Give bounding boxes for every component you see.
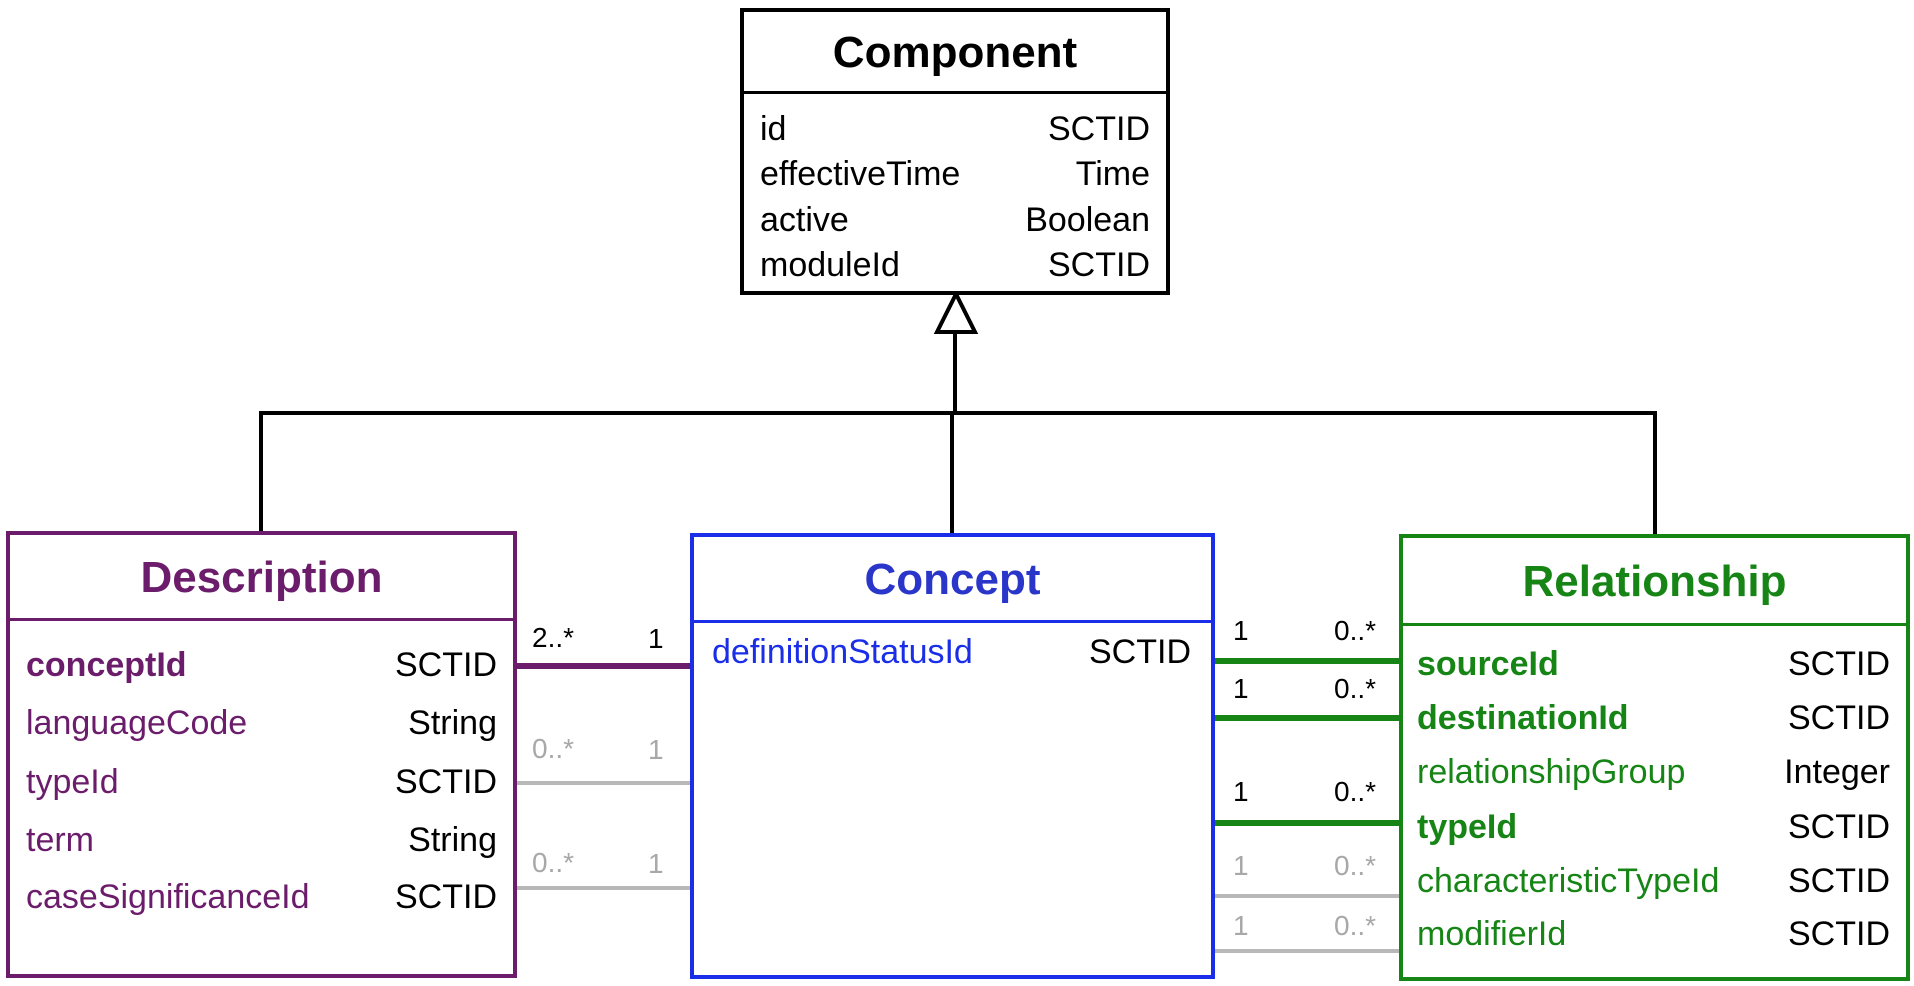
attr-name: modifierId: [1417, 915, 1567, 953]
component-class-title: Component: [744, 12, 1166, 94]
attr-name: definitionStatusId: [712, 633, 973, 671]
relationship-attr-relationshipgroup: relationshipGroup Integer: [1417, 752, 1890, 792]
attr-name: relationshipGroup: [1417, 753, 1686, 791]
multiplicity-label: 0..*: [1334, 850, 1377, 881]
multiplicity-label: 0..*: [1334, 673, 1377, 704]
description-attr-languagecode: languageCode String: [26, 703, 497, 743]
attr-type: SCTID: [1089, 633, 1191, 671]
relationship-attr-characteristictypeid: characteristicTypeId SCTID: [1417, 861, 1890, 901]
attr-name: typeId: [26, 763, 119, 801]
multiplicity-label: 0..*: [532, 847, 575, 878]
multiplicity-label: 0..*: [1334, 615, 1377, 646]
attr-type: SCTID: [1048, 110, 1150, 148]
concept-class-title: Concept: [694, 537, 1211, 623]
component-class: Component id SCTID effectiveTime Time ac…: [740, 8, 1170, 295]
description-class-title: Description: [10, 535, 513, 621]
component-attr-id: id SCTID: [760, 109, 1150, 149]
relationship-class-title: Relationship: [1403, 538, 1906, 626]
description-attr-term: term String: [26, 820, 497, 860]
multiplicity-label: 1: [648, 623, 664, 654]
attr-name: moduleId: [760, 246, 900, 284]
attr-type: SCTID: [395, 646, 497, 684]
attr-type: Boolean: [1025, 201, 1150, 239]
multiplicity-label: 2..*: [532, 622, 575, 653]
relationship-attr-typeid: typeId SCTID: [1417, 807, 1890, 847]
relationship-attr-modifierid: modifierId SCTID: [1417, 914, 1890, 954]
multiplicity-label: 1: [1233, 910, 1249, 941]
multiplicity-label: 1: [1233, 615, 1249, 646]
multiplicity-label: 1: [1233, 776, 1249, 807]
attr-name: id: [760, 110, 787, 148]
concept-attr-definitionstatusid: definitionStatusId SCTID: [712, 632, 1191, 672]
multiplicity-label: 1: [648, 848, 664, 879]
multiplicity-label: 0..*: [532, 733, 575, 764]
attr-name: conceptId: [26, 646, 187, 684]
attr-name: sourceId: [1417, 645, 1559, 683]
attr-type: SCTID: [1788, 915, 1890, 953]
component-attr-effectivetime: effectiveTime Time: [760, 154, 1150, 194]
component-attr-moduleid: moduleId SCTID: [760, 245, 1150, 285]
multiplicity-label: 0..*: [1334, 910, 1377, 941]
attr-name: languageCode: [26, 704, 248, 742]
attr-type: SCTID: [395, 763, 497, 801]
attr-type: Integer: [1784, 753, 1890, 791]
concept-class: Concept definitionStatusId SCTID: [690, 533, 1215, 979]
multiplicity-label: 1: [1233, 850, 1249, 881]
attr-type: SCTID: [1788, 808, 1890, 846]
attr-name: effectiveTime: [760, 155, 961, 193]
component-attr-active: active Boolean: [760, 200, 1150, 240]
attr-name: caseSignificanceId: [26, 878, 310, 916]
relationship-class: Relationship sourceId SCTID destinationI…: [1399, 534, 1910, 981]
attr-type: SCTID: [395, 878, 497, 916]
description-class: Description conceptId SCTID languageCode…: [6, 531, 517, 978]
attr-name: typeId: [1417, 808, 1518, 846]
attr-name: active: [760, 201, 849, 239]
description-attr-typeid: typeId SCTID: [26, 762, 497, 802]
attr-type: String: [408, 704, 497, 742]
attr-type: SCTID: [1048, 246, 1150, 284]
multiplicity-label: 1: [1233, 673, 1249, 704]
description-attr-casesignificanceid: caseSignificanceId SCTID: [26, 877, 497, 917]
attr-name: destinationId: [1417, 699, 1629, 737]
attr-type: SCTID: [1788, 862, 1890, 900]
attr-type: SCTID: [1788, 645, 1890, 683]
attr-type: String: [408, 821, 497, 859]
multiplicity-label: 1: [648, 734, 664, 765]
description-attr-conceptid: conceptId SCTID: [26, 645, 497, 685]
attr-name: characteristicTypeId: [1417, 862, 1720, 900]
attr-type: Time: [1075, 155, 1150, 193]
relationship-attr-sourceid: sourceId SCTID: [1417, 644, 1890, 684]
multiplicity-label: 0..*: [1334, 776, 1377, 807]
generalization-arrow-icon: [933, 289, 979, 334]
attr-type: SCTID: [1788, 699, 1890, 737]
relationship-attr-destinationid: destinationId SCTID: [1417, 698, 1890, 738]
attr-name: term: [26, 821, 94, 859]
